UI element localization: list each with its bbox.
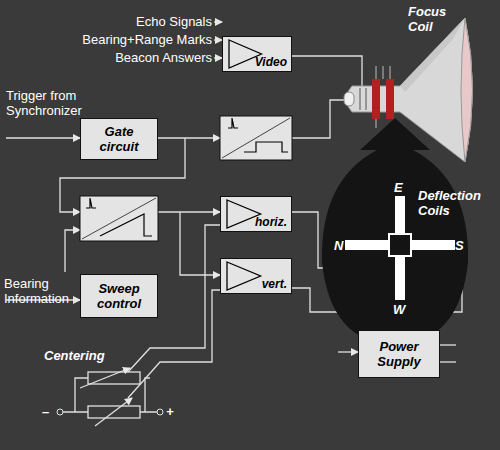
box-label: Power Supply: [364, 339, 434, 369]
diagram-label: +: [166, 404, 180, 419]
diagram-label: N: [334, 238, 348, 253]
box-label: Video: [255, 56, 287, 69]
circuit-box: Gate circuit: [80, 118, 158, 160]
diagram-label: S: [455, 238, 469, 253]
box-label: horiz.: [255, 216, 287, 229]
diagram-label: –: [42, 404, 56, 419]
box-label: Sweep control: [86, 281, 152, 311]
circuit-box: Power Supply: [358, 330, 440, 378]
box-label: Gate circuit: [86, 124, 152, 154]
diagram-label: Bearing+Range Marks: [40, 32, 212, 47]
diagram-label: Beacon Answers: [60, 50, 212, 65]
diagram-label: Centering: [44, 348, 124, 363]
diagram-label: Focus Coil: [408, 4, 468, 34]
box-label: vert.: [262, 278, 287, 291]
diagram-label: Deflection Coils: [418, 188, 498, 218]
amplifier-box: Video: [222, 36, 292, 72]
diagram-label: Bearing Information: [4, 276, 80, 306]
amplifier-box: horiz.: [220, 196, 292, 232]
diagram-label: W: [393, 302, 409, 317]
diagram-label: Echo Signals: [60, 14, 212, 29]
diagram-label: E: [394, 180, 408, 195]
circuit-box: Sweep control: [80, 274, 158, 318]
diagram-label: Trigger from Synchronizer: [6, 88, 126, 118]
amplifier-box: vert.: [220, 258, 292, 294]
